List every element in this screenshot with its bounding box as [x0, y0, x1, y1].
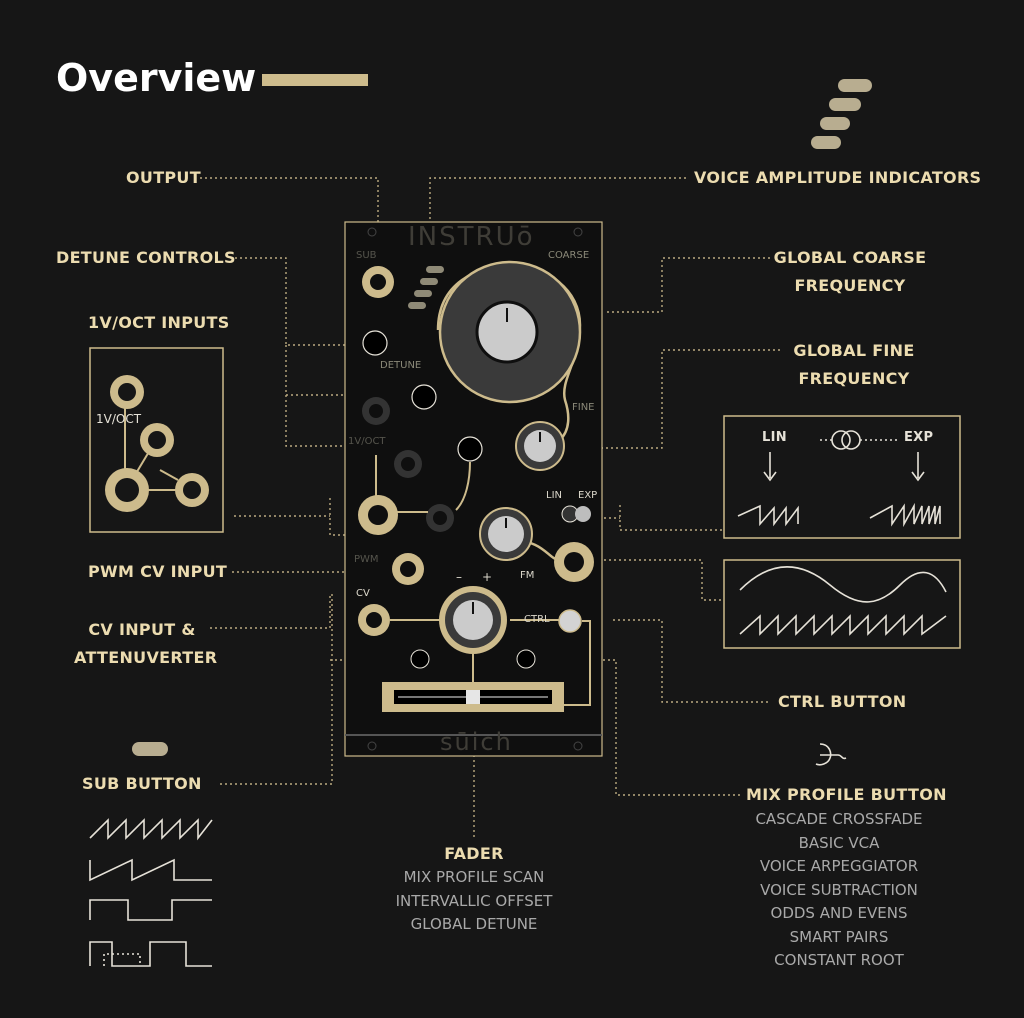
- panel-oct-label: 1V/OCT: [348, 436, 386, 447]
- list-item: VOICE ARPEGGIATOR: [759, 857, 919, 875]
- list-item: SMART PAIRS: [789, 927, 889, 946]
- cv-input-line1: CV INPUT &: [88, 620, 196, 639]
- list-item: CONSTANT ROOT: [774, 951, 904, 969]
- global-coarse-line1: GLOBAL COARSE: [773, 248, 927, 267]
- panel-fine-label: FINE: [572, 402, 595, 413]
- fm-box-exp-label: EXP: [904, 430, 934, 445]
- voice-amplitude-pills-icon: [811, 79, 872, 149]
- list-item: MIX PROFILE SCAN: [403, 868, 545, 886]
- mix-profiles-list: CASCADE CROSSFADE BASIC VCA VOICE ARPEGG…: [730, 808, 948, 973]
- oct-inputs-label: 1V/OCT INPUTS: [88, 313, 230, 332]
- sub-button-label: SUB BUTTON: [82, 774, 202, 793]
- mix-profile-label: MIX PROFILE BUTTON: [746, 785, 947, 804]
- global-coarse-label: GLOBAL COARSE FREQUENCY: [770, 244, 930, 300]
- list-item: VOICE SUBTRACTION: [760, 880, 918, 899]
- list-item: INTERVALLIC OFFSET: [395, 891, 553, 910]
- voice-amplitude-label: VOICE AMPLITUDE INDICATORS: [694, 168, 982, 187]
- sub-button-pill-icon: [132, 742, 168, 756]
- list-item: BASIC VCA: [798, 833, 880, 852]
- global-fine-line2: FREQUENCY: [798, 369, 910, 388]
- panel-coarse-label: COARSE: [548, 250, 590, 261]
- panel-ctrl-label: CTRL: [524, 614, 550, 625]
- global-coarse-line2: FREQUENCY: [794, 276, 906, 295]
- panel-model: sūich: [440, 728, 513, 756]
- fader-label: FADER: [444, 844, 504, 863]
- fader-modes-list: MIX PROFILE SCAN INTERVALLIC OFFSET GLOB…: [376, 866, 572, 937]
- inset-oct-label: 1V/OCT: [96, 412, 142, 426]
- panel-plus-label: +: [482, 570, 493, 584]
- list-item: CASCADE CROSSFADE: [755, 810, 923, 828]
- panel-minus-label: –: [456, 570, 462, 584]
- output-label: OUTPUT: [126, 168, 201, 187]
- panel-exp-label: EXP: [578, 490, 598, 501]
- waveform-icon: [89, 818, 213, 967]
- list-item: GLOBAL DETUNE: [410, 915, 538, 933]
- pwm-cv-label: PWM CV INPUT: [88, 562, 228, 581]
- panel-fm-label: FM: [520, 570, 535, 581]
- fm-box-lin-label: LIN: [762, 430, 787, 445]
- title-accent-bar: [262, 74, 368, 86]
- list-item: ODDS AND EVENS: [770, 904, 908, 922]
- cv-input-line2: ATTENUVERTER: [74, 648, 218, 667]
- panel-detune-label: DETUNE: [380, 360, 422, 371]
- ctrl-button-label: CTRL BUTTON: [778, 692, 907, 711]
- panel-pwm-label: PWM: [354, 554, 379, 565]
- mix-profile-glyph-icon: [815, 743, 847, 766]
- cv-input-label: CV INPUT & ATTENUVERTER: [74, 616, 218, 672]
- panel-brand: INSTRUō: [408, 222, 535, 252]
- detune-controls-label: DETUNE CONTROLS: [56, 248, 236, 267]
- panel-sub-label: SUB: [356, 250, 377, 261]
- panel-lin-label: LIN: [546, 490, 563, 501]
- page-title: Overview: [56, 56, 257, 100]
- global-fine-label: GLOBAL FINE FREQUENCY: [776, 337, 932, 393]
- panel-cv-label: CV: [356, 588, 370, 599]
- global-fine-line1: GLOBAL FINE: [793, 341, 915, 360]
